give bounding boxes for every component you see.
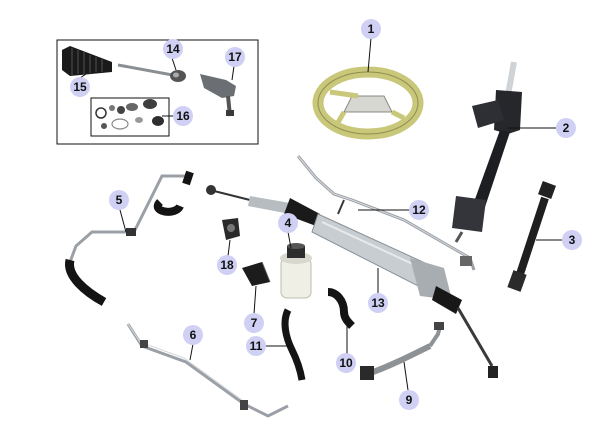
tie-rod-end-part	[200, 74, 236, 117]
callout-6: 6	[183, 325, 203, 361]
callout-11-label: 11	[250, 339, 263, 353]
intermediate-shaft-part	[507, 181, 556, 292]
return-pipe-part	[126, 323, 289, 418]
callout-2-label: 2	[563, 121, 570, 135]
callout-5-label: 5	[116, 193, 123, 207]
callout-15-label: 15	[73, 80, 87, 94]
inner-tie-rod-part	[117, 63, 186, 82]
callout-11: 11	[246, 336, 292, 356]
callout-14: 14	[163, 39, 183, 71]
callout-18: 18	[217, 239, 237, 275]
callout-15: 15	[70, 73, 90, 97]
steering-rack-part	[206, 185, 498, 378]
high-pressure-hose-part	[360, 322, 444, 380]
callout-5: 5	[109, 190, 129, 233]
steering-wheel-part	[312, 66, 424, 140]
callout-10: 10	[336, 326, 356, 373]
callout-16: 16	[162, 106, 193, 126]
mount-bracket-part	[242, 261, 271, 286]
callout-3: 3	[536, 230, 582, 250]
callout-12-label: 12	[412, 203, 426, 217]
inset-box	[56, 39, 259, 145]
seal-kit-part	[95, 99, 164, 130]
callout-6-label: 6	[190, 328, 197, 342]
callout-9-label: 9	[406, 393, 413, 407]
callout-9: 9	[399, 361, 419, 410]
callout-14-label: 14	[166, 42, 180, 56]
callout-4-label: 4	[285, 216, 292, 230]
pressure-pipe-part	[65, 170, 194, 306]
callout-7: 7	[244, 285, 264, 333]
reservoir-part	[280, 243, 312, 299]
bracket-part	[222, 218, 240, 240]
callout-17: 17	[225, 47, 245, 81]
callout-16-label: 16	[176, 109, 190, 123]
callout-18-label: 18	[220, 258, 234, 272]
rack-boot-part	[62, 46, 112, 76]
callout-12: 12	[358, 200, 429, 220]
callout-17-label: 17	[228, 50, 242, 64]
callout-7-label: 7	[251, 316, 258, 330]
callout-13-label: 13	[371, 296, 385, 310]
callout-10-label: 10	[339, 356, 353, 370]
callout-3-label: 3	[569, 233, 576, 247]
hose-part-10	[327, 288, 355, 329]
callout-2: 2	[508, 118, 576, 138]
steering-column-part	[452, 61, 522, 243]
callout-1-label: 1	[368, 22, 375, 36]
callout-13: 13	[368, 268, 388, 313]
seal-kit-box	[90, 97, 170, 137]
callout-4: 4	[278, 213, 298, 249]
hose-part-11	[281, 308, 306, 381]
callout-1: 1	[361, 19, 381, 73]
